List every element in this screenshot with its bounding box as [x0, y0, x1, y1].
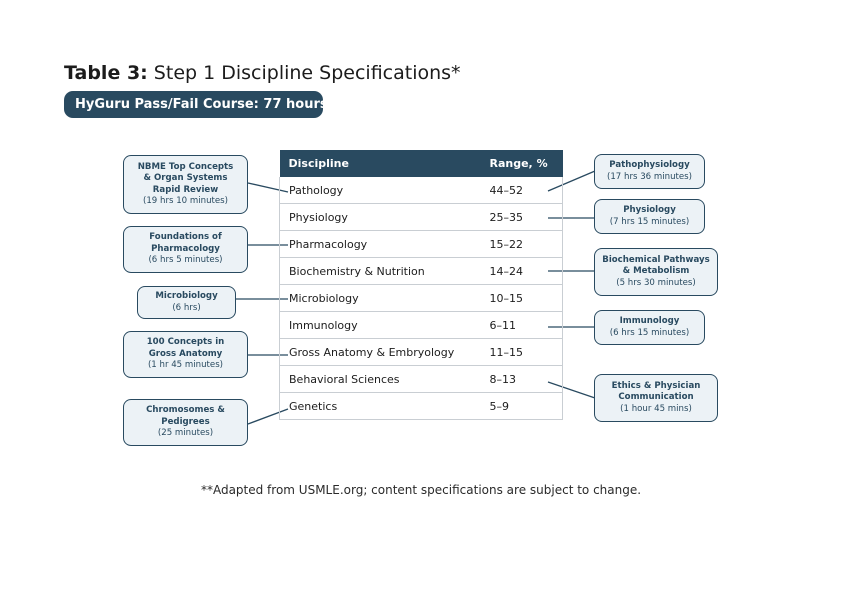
course-box-microbiology: Microbiology (6 hrs): [137, 286, 236, 319]
course-box-title: Physiology: [623, 205, 676, 215]
course-box-duration: (7 hrs 15 minutes): [609, 216, 690, 227]
course-box-title: 100 Concepts in Gross Anatomy: [146, 337, 225, 359]
discipline-cell: Behavioral Sciences: [279, 365, 481, 393]
course-box-biochemical-pathways: Biochemical Pathways & Metabolism (5 hrs…: [594, 248, 718, 296]
course-box-title: Immunology: [619, 316, 680, 326]
course-box-title: Ethics & Physician Communication: [611, 380, 701, 403]
range-cell: 10–15: [480, 284, 563, 312]
discipline-cell: Pharmacology: [279, 230, 481, 258]
course-box-duration: (17 hrs 36 minutes): [606, 171, 692, 182]
course-box-chromosomes-pedigrees: Chromosomes & Pedigrees (25 minutes): [123, 399, 248, 446]
course-box-pathophysiology: Pathophysiology (17 hrs 36 minutes): [594, 154, 705, 189]
course-box-duration: (6 hrs): [172, 302, 201, 313]
course-box-duration: (25 minutes): [157, 428, 214, 439]
range-cell: 11–15: [480, 338, 563, 366]
course-box-physiology: Physiology (7 hrs 15 minutes): [594, 199, 705, 234]
discipline-cell: Biochemistry & Nutrition: [279, 257, 481, 285]
course-box-gross-anatomy: 100 Concepts in Gross Anatomy (1 hr 45 m…: [123, 331, 248, 378]
title-label: Table 3:: [64, 62, 148, 84]
title-text: Step 1 Discipline Specifications*: [147, 62, 461, 84]
course-box-title: NBME Top Concepts & Organ Systems Rapid …: [137, 161, 234, 195]
range-cell: 44–52: [480, 177, 563, 204]
discipline-cell: Pathology: [279, 177, 481, 204]
course-box-title: Biochemical Pathways & Metabolism: [602, 254, 710, 277]
range-cell: 25–35: [480, 203, 563, 231]
discipline-cell: Genetics: [279, 392, 481, 420]
course-box-title: Microbiology: [155, 291, 218, 301]
range-cell: 15–22: [480, 230, 563, 258]
discipline-cell: Gross Anatomy & Embryology: [279, 338, 481, 366]
discipline-cell: Microbiology: [279, 284, 481, 312]
discipline-cell: Physiology: [279, 203, 481, 231]
course-box-duration: (1 hour 45 mins): [620, 403, 692, 414]
course-box-ethics-communication: Ethics & Physician Communication (1 hour…: [594, 374, 718, 422]
course-box-immunology: Immunology (6 hrs 15 minutes): [594, 310, 705, 345]
footnote: **Adapted from USMLE.org; content specif…: [200, 483, 642, 497]
course-box-duration: (5 hrs 30 minutes): [616, 277, 696, 288]
course-box-foundations-of-pharmacology: Foundations of Pharmacology (6 hrs 5 min…: [123, 226, 248, 273]
course-box-duration: (1 hr 45 minutes): [147, 360, 224, 371]
course-box-nbme-top-concepts: NBME Top Concepts & Organ Systems Rapid …: [123, 155, 248, 214]
table-header-row: Discipline Range, %: [279, 150, 563, 177]
range-cell: 14–24: [480, 257, 563, 285]
course-box-title: Foundations of Pharmacology: [149, 232, 222, 254]
course-box-duration: (6 hrs 5 minutes): [148, 255, 223, 266]
range-cell: 5–9: [480, 392, 563, 420]
range-cell: 6–11: [480, 311, 563, 339]
course-box-title: Pathophysiology: [609, 160, 690, 170]
range-cell: 8–13: [480, 365, 563, 393]
course-box-duration: (6 hrs 15 minutes): [609, 327, 690, 338]
course-badge: HyGuru Pass/Fail Course: 77 hours: [64, 91, 328, 118]
column-header-discipline: Discipline: [279, 150, 481, 177]
page-title: Table 3: Step 1 Discipline Specification…: [64, 62, 461, 84]
discipline-cell: Immunology: [279, 311, 481, 339]
course-box-title: Chromosomes & Pedigrees: [146, 405, 225, 427]
course-box-duration: (19 hrs 10 minutes): [142, 196, 228, 206]
column-header-range: Range, %: [480, 150, 563, 177]
